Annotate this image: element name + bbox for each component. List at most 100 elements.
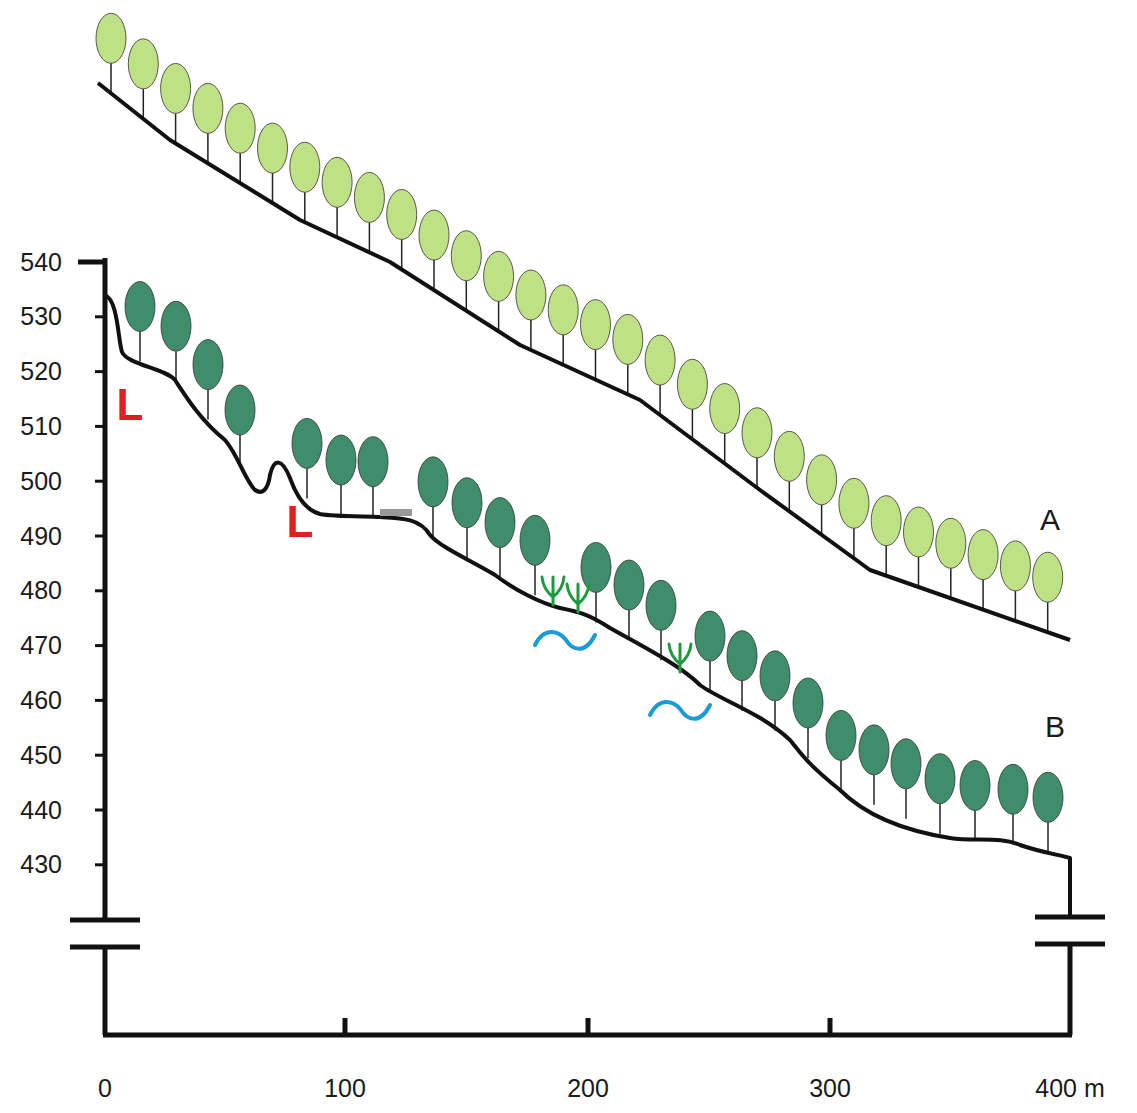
tree-stem [143,89,145,119]
tree-stem [756,458,758,488]
tree-crown [387,189,417,239]
tree-stem [175,113,177,143]
y-axis-label: 510 [20,414,62,439]
x-axis-label: 0 [98,1076,112,1101]
y-axis-label: 500 [20,469,62,494]
tree-crown [960,761,990,811]
y-tick [95,425,105,428]
y-tick [95,535,105,538]
tree-crown [710,384,740,434]
tree-crown [161,301,191,351]
trees-a [96,13,1063,632]
x-axis-label: 100 [324,1076,366,1101]
y-axis-label: 490 [20,524,62,549]
tree-crown [418,457,448,507]
tree-crown [354,172,384,222]
tree-stem [336,207,338,237]
tree-stem [239,153,241,183]
tree-stem [372,487,374,517]
tree-crown [358,437,388,487]
tree-crown [1033,772,1063,822]
x-axis-label: 300 [809,1076,851,1101]
tree-stem [905,789,907,819]
y-axis-label: 480 [20,578,62,603]
tree-stem [530,320,532,350]
tree-crown [774,431,804,481]
tree-crown [613,314,643,364]
tree-crown [484,251,514,301]
tree-crown [419,210,449,260]
tree-crown [451,231,481,281]
tree-stem [272,173,274,203]
tree-crown [520,515,550,565]
tree-stem [709,661,711,691]
tree-crown [904,507,934,557]
tree-stem [885,546,887,576]
fern [669,644,691,672]
tree-crown [695,611,725,661]
tree-stem [432,507,434,537]
fern [542,577,564,605]
y-tick [95,863,105,866]
tree-crown [891,739,921,789]
y-tick [95,480,105,483]
tree-stem [789,481,791,511]
tree-crown [871,496,901,546]
axes [70,258,1105,1035]
tree-stem [401,239,403,269]
trees-b [125,282,1063,853]
tree-crown [225,103,255,153]
tree-crown [807,455,837,505]
y-axis-label: 530 [20,304,62,329]
tree-crown [326,435,356,485]
profile-a [98,83,1070,640]
tree-stem [340,485,342,515]
y-axis-label: 460 [20,688,62,713]
y-tick [95,644,105,647]
tree-crown [968,530,998,580]
tree-crown [96,13,126,63]
y-axis-label: 440 [20,798,62,823]
water-symbols [535,632,710,719]
tree-stem [304,192,306,222]
tree-crown [125,282,155,332]
y-axis-label: 520 [20,359,62,384]
tree-crown [548,285,578,335]
tree-stem [139,332,141,362]
fern [567,584,589,612]
y-ticks [95,317,105,865]
tree-stem [1012,814,1014,844]
y-tick [95,699,105,702]
tree-crown [128,39,158,89]
tree-crown [258,123,288,173]
tree-stem [466,281,468,311]
tree-stem [939,804,941,834]
tree-stem [110,63,112,93]
wetland-plants [542,577,691,672]
tree-stem [840,760,842,790]
tree-stem [306,468,308,498]
tree-stem [207,390,209,420]
tree-stem [821,505,823,535]
y-axis-label: 450 [20,743,62,768]
tree-crown [1033,552,1063,602]
tree-stem [369,222,371,252]
profile-label: B [1045,712,1065,742]
tree-stem [1047,822,1049,852]
tree-crown [485,498,515,548]
x-axis-label: 200 [567,1076,609,1101]
profile-b [105,295,1070,915]
tree-crown [998,764,1028,814]
y-tick [95,315,105,318]
tree-crown [614,560,644,610]
y-tick [95,809,105,812]
tree-crown [793,678,823,728]
tree-stem [950,568,952,598]
tree-crown [1000,541,1030,591]
tree-crown [760,651,790,701]
y-tick [95,754,105,757]
tree-crown [742,408,772,458]
tree-stem [498,301,500,331]
tree-crown [936,518,966,568]
